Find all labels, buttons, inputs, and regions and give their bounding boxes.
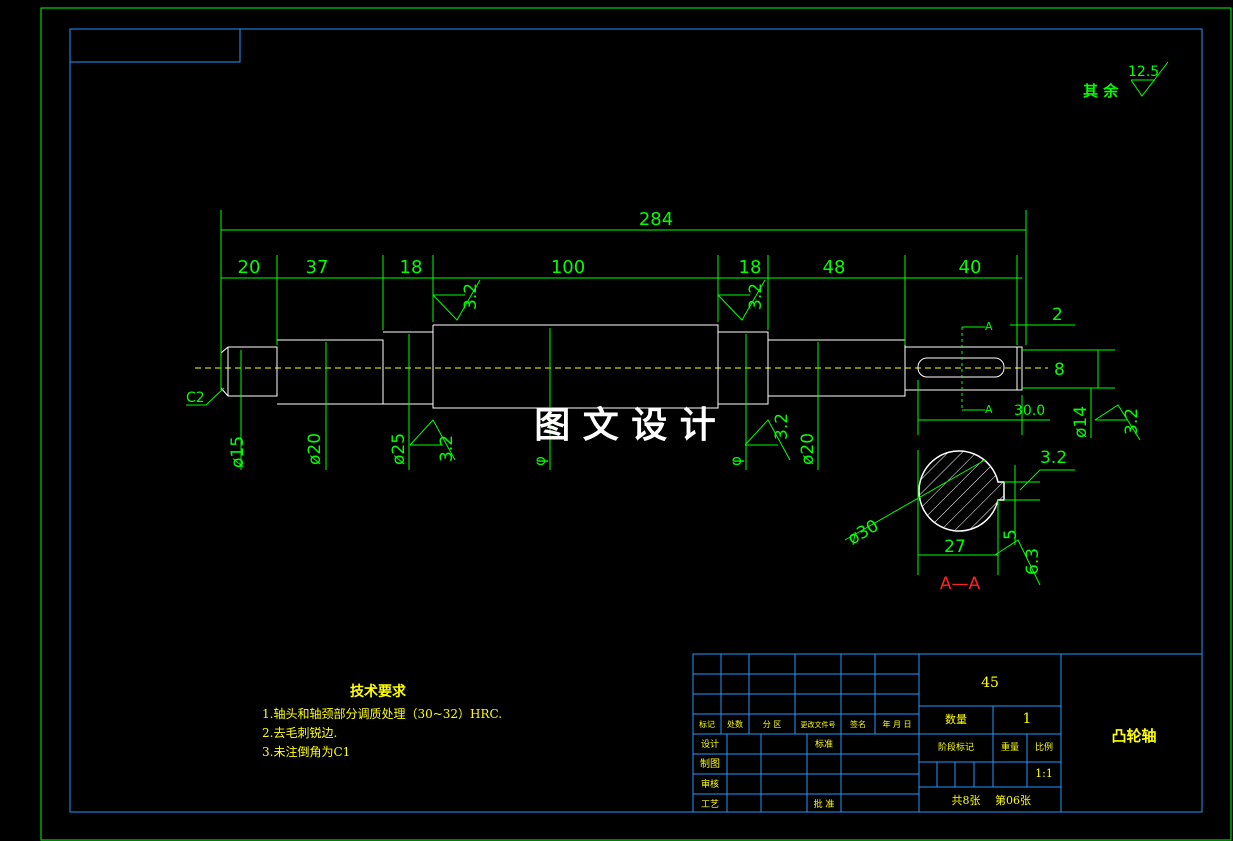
tb-weight: 重量 (1001, 741, 1019, 753)
tb-review: 审核 (701, 778, 719, 790)
section-view (844, 450, 1040, 575)
dim-dia-14: ø14 (1071, 406, 1091, 438)
corner-box (69, 28, 241, 63)
rough-7: 6.3 (1023, 548, 1043, 575)
dim-section-dia: ø30 (845, 516, 883, 549)
dim-seg-6: 48 (823, 257, 846, 278)
roughness-prefix: 其 余 (1083, 82, 1119, 100)
roughness-value: 12.5 (1128, 64, 1159, 80)
dim-keyway-length: 30.0 (1014, 403, 1045, 419)
rough-3: 3.2 (437, 435, 457, 462)
tb-scale-label: 比例 (1035, 741, 1053, 753)
tb-label-mark: 标记 (699, 719, 715, 729)
tb-label-zone: 分 区 (763, 720, 782, 729)
general-roughness: 其 余 12.5 (1083, 61, 1169, 100)
rough-6: 3.2 (1040, 448, 1067, 468)
dim-chamfer: C2 (186, 390, 205, 406)
tb-qty: 1 (1023, 711, 1032, 727)
tech-title: 技术要求 (350, 683, 407, 700)
tech-item-3: 3.未注倒角为C1 (262, 744, 350, 759)
tb-part-name: 凸轮轴 (1111, 727, 1156, 745)
dim-dia-20-left: ø20 (305, 433, 325, 465)
tb-design: 设计 (701, 738, 719, 750)
rough-1: 3.2 (461, 283, 481, 310)
tb-sheets: 共8张 (952, 794, 981, 807)
roughness-symbols (409, 279, 1141, 586)
dim-seg-7: 40 (959, 257, 982, 278)
dim-phi-right: φ (727, 456, 745, 466)
outer-frame (40, 7, 1232, 841)
tb-qty-label: 数量 (945, 713, 967, 726)
dimension-lines (186, 210, 1115, 470)
dim-keyway-offset: 2 (1052, 305, 1063, 325)
tb-process: 工艺 (701, 799, 719, 810)
tb-scale: 1:1 (1035, 767, 1053, 780)
title-block-lines (692, 653, 1203, 813)
tb-label-change: 更改文件号 (801, 720, 836, 729)
dim-dia-20-right: ø20 (798, 433, 818, 465)
section-marker-bottom: A (985, 403, 993, 416)
watermark: 图 文 设 计 (534, 404, 716, 446)
dim-keyway-width: 8 (1054, 360, 1065, 380)
tb-approve: 批 准 (814, 798, 835, 810)
tb-label-date: 年 月 日 (882, 719, 911, 729)
tb-material: 45 (981, 675, 999, 691)
dim-seg-4: 100 (551, 257, 585, 278)
shaft-outline (220, 324, 1023, 409)
dim-overall: 284 (639, 209, 673, 230)
rough-4: 3.2 (772, 413, 792, 440)
tb-drawing: 制图 (700, 757, 720, 770)
tech-item-1: 1.轴头和轴颈部分调质处理（30~32）HRC. (262, 706, 502, 721)
dim-section-key: 5 (1001, 529, 1021, 540)
section-marker-top: A (985, 320, 993, 333)
tb-sheet-no: 第06张 (995, 793, 1031, 807)
dim-seg-2: 37 (306, 257, 329, 278)
dim-seg-3: 18 (400, 257, 423, 278)
section-title: A—A (940, 574, 981, 594)
dim-seg-1: 20 (238, 257, 261, 278)
dim-dia-15: ø15 (228, 436, 248, 468)
inner-frame (69, 28, 1203, 813)
rough-2: 3.2 (746, 283, 766, 310)
title-block-texts: 45 数量 1 凸轮轴 标记 处数 分 区 更改文件号 签名 年 月 日 设计 … (699, 675, 1157, 810)
dim-phi-left: φ (531, 456, 549, 466)
tb-label-count: 处数 (727, 719, 743, 729)
dim-section-depth: 27 (944, 537, 966, 557)
dimension-texts: 284 20 37 18 100 18 48 40 C2 ø15 ø20 ø25… (186, 209, 1142, 594)
tech-requirements: 技术要求 1.轴头和轴颈部分调质处理（30~32）HRC. 2.去毛刺锐边. 3… (262, 683, 502, 759)
dim-seg-5: 18 (739, 257, 762, 278)
rough-5: 3.2 (1122, 408, 1142, 435)
tb-standard: 标准 (815, 738, 833, 750)
tech-item-2: 2.去毛刺锐边. (262, 726, 337, 740)
tb-stage: 阶段标记 (938, 741, 974, 753)
dim-dia-25: ø25 (389, 433, 409, 465)
tb-label-sign: 签名 (850, 719, 866, 729)
